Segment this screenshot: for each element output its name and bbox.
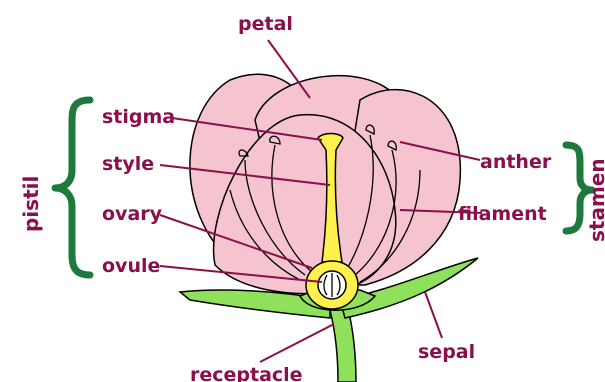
label-stamen: stamen <box>585 158 605 242</box>
label-ovary: ovary <box>102 203 163 225</box>
label-petal: petal <box>238 13 293 35</box>
label-receptacle: receptacle <box>190 364 303 382</box>
label-anther: anther <box>480 151 552 173</box>
label-filament: filament <box>458 203 547 225</box>
receptacle-leader <box>260 324 334 362</box>
label-ovule: ovule <box>102 255 160 277</box>
pistil-brace <box>55 100 90 275</box>
label-stigma: stigma <box>102 106 175 128</box>
sepal-leader <box>425 292 442 338</box>
label-sepal: sepal <box>418 341 475 363</box>
label-pistil: pistil <box>19 176 43 232</box>
stem <box>330 308 356 382</box>
label-style: style <box>102 153 154 175</box>
